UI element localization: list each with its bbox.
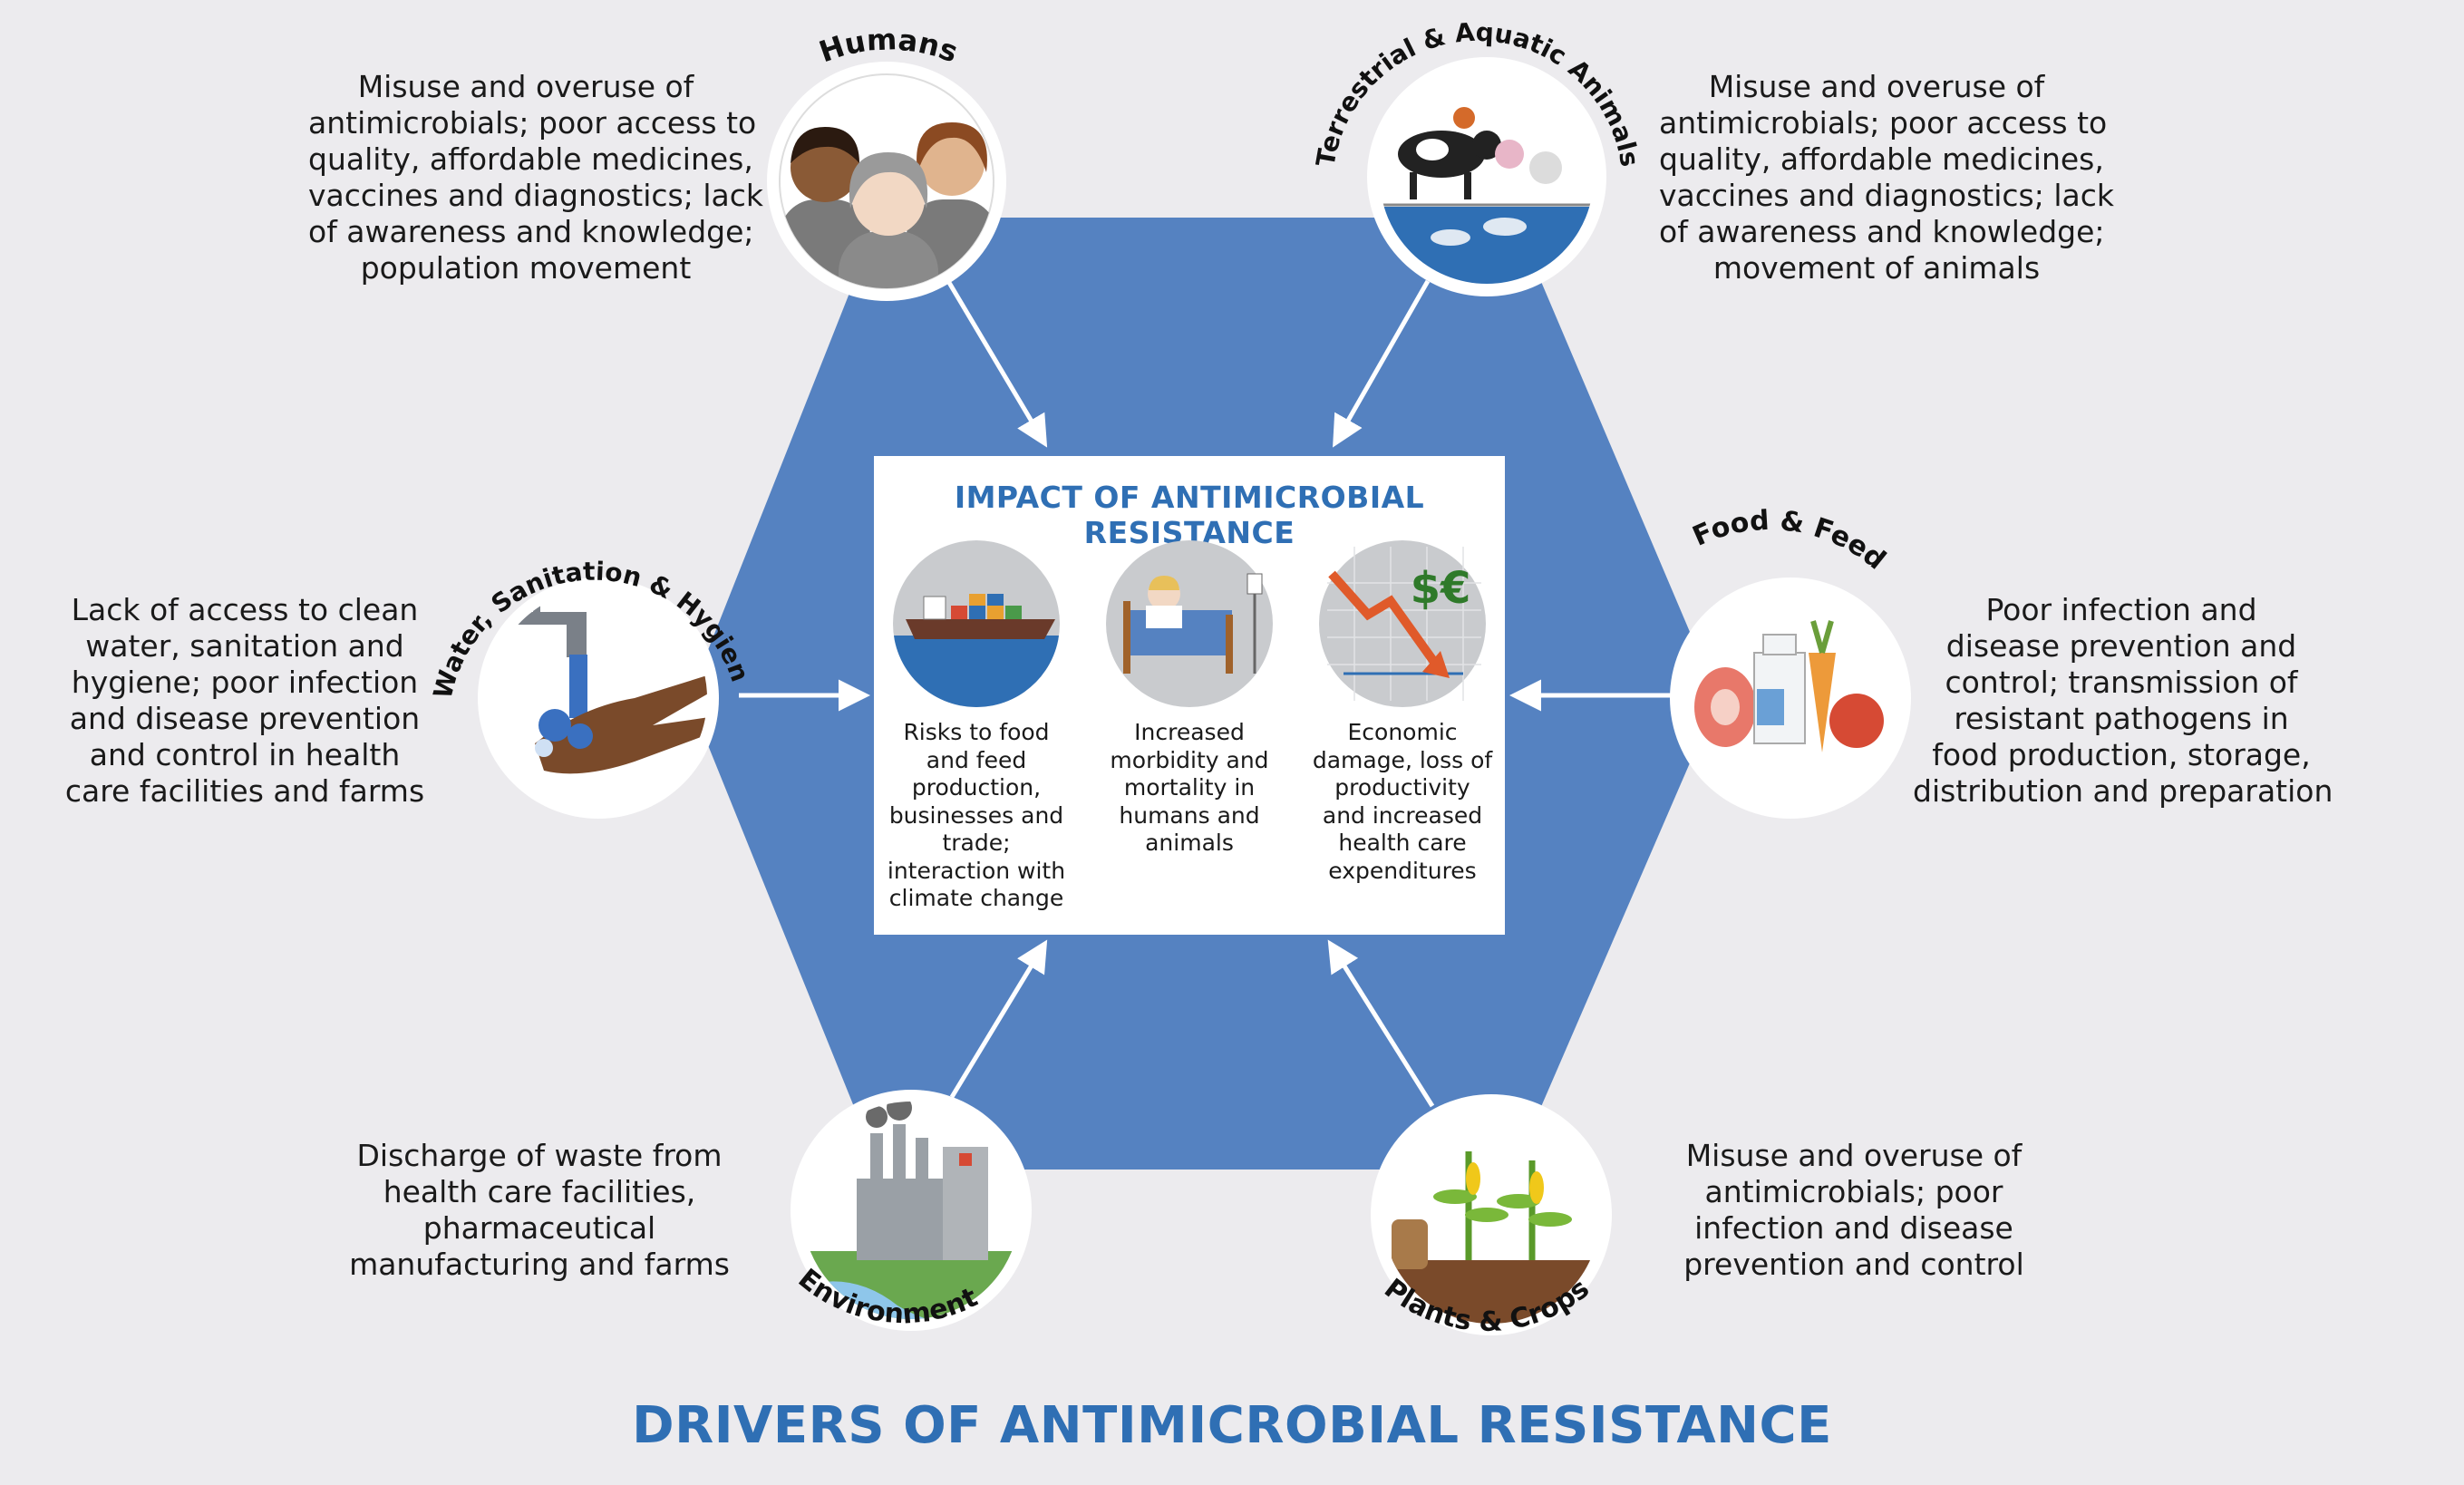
- arrow-humans: [940, 270, 1048, 448]
- cargo-ship-icon: [893, 540, 1060, 707]
- currency-label: $€: [1411, 563, 1471, 614]
- economic-decline-icon: $€: [1319, 540, 1486, 707]
- footer-title: DRIVERS OF ANTIMICROBIAL RESISTANCE: [632, 1396, 1832, 1455]
- patient-in-bed-icon: [1106, 540, 1273, 707]
- impact-box: IMPACT OF ANTIMICROBIAL RESISTANCE: [874, 456, 1505, 935]
- arrow-plants: [1327, 939, 1435, 1108]
- arrows: [739, 270, 1691, 1108]
- farm-animals-icon: [1367, 57, 1606, 296]
- handwashing-tap-icon: [478, 578, 719, 819]
- label-food: Food & Feed: [1688, 505, 1891, 577]
- arrow-animals: [1333, 279, 1431, 448]
- food-items-icon: [1670, 578, 1911, 819]
- impact-icons: $€: [893, 540, 1486, 707]
- impact-title: IMPACT OF ANTIMICROBIAL RESISTANCE: [954, 480, 1425, 550]
- arrow-environment: [949, 939, 1048, 1099]
